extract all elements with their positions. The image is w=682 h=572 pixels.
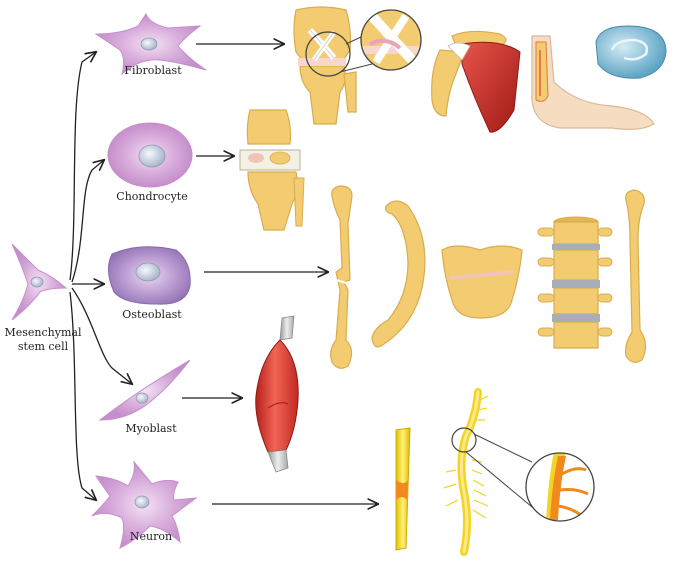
mesenchymal-stem-cell-icon [11,243,68,321]
mesenchymal-stem-cell-label: Mesenchymal stem cell [2,326,84,354]
osteoblast-cell-icon [108,246,191,305]
knee-cartilage-icon [239,109,305,231]
arrow-to-neuron [69,291,96,500]
curved-bone-icon [371,200,426,348]
myoblast-label: Myoblast [125,422,177,435]
long-bone-icon [625,189,647,363]
osteoblast-label: Osteoblast [122,308,182,321]
neuron-label: Neuron [129,530,173,543]
fibroblast-cell-icon [94,12,207,76]
mesenchymal-stem-cell-label-line2: stem cell [17,340,69,353]
neuron-cell-icon [91,460,198,549]
myoblast-cell-icon [98,359,191,421]
lineage-arrows [69,52,132,500]
foot-tendon-icon [531,35,655,130]
knee-ligament-icon [293,6,422,125]
arrow-to-myoblast [71,287,132,384]
mesenchymal-stem-cell-label-line1: Mesenchymal [4,326,82,339]
nerve-segment-icon [395,427,411,551]
fractured-bone-icon [330,185,353,369]
skeletal-muscle-icon [255,315,299,473]
spine-vertebrae-icon [537,216,613,349]
arrow-to-fibroblast [69,52,96,281]
shoulder-muscle-icon [431,30,521,133]
chondrocyte-label: Chondrocyte [116,190,188,203]
bone-block-icon [441,245,523,319]
arrow-to-chondrocyte [71,160,104,283]
spinal-cord-icon [443,388,595,556]
fibroblast-label: Fibroblast [124,64,182,77]
chondrocyte-cell-icon [107,122,193,188]
meniscus-icon [595,25,667,79]
